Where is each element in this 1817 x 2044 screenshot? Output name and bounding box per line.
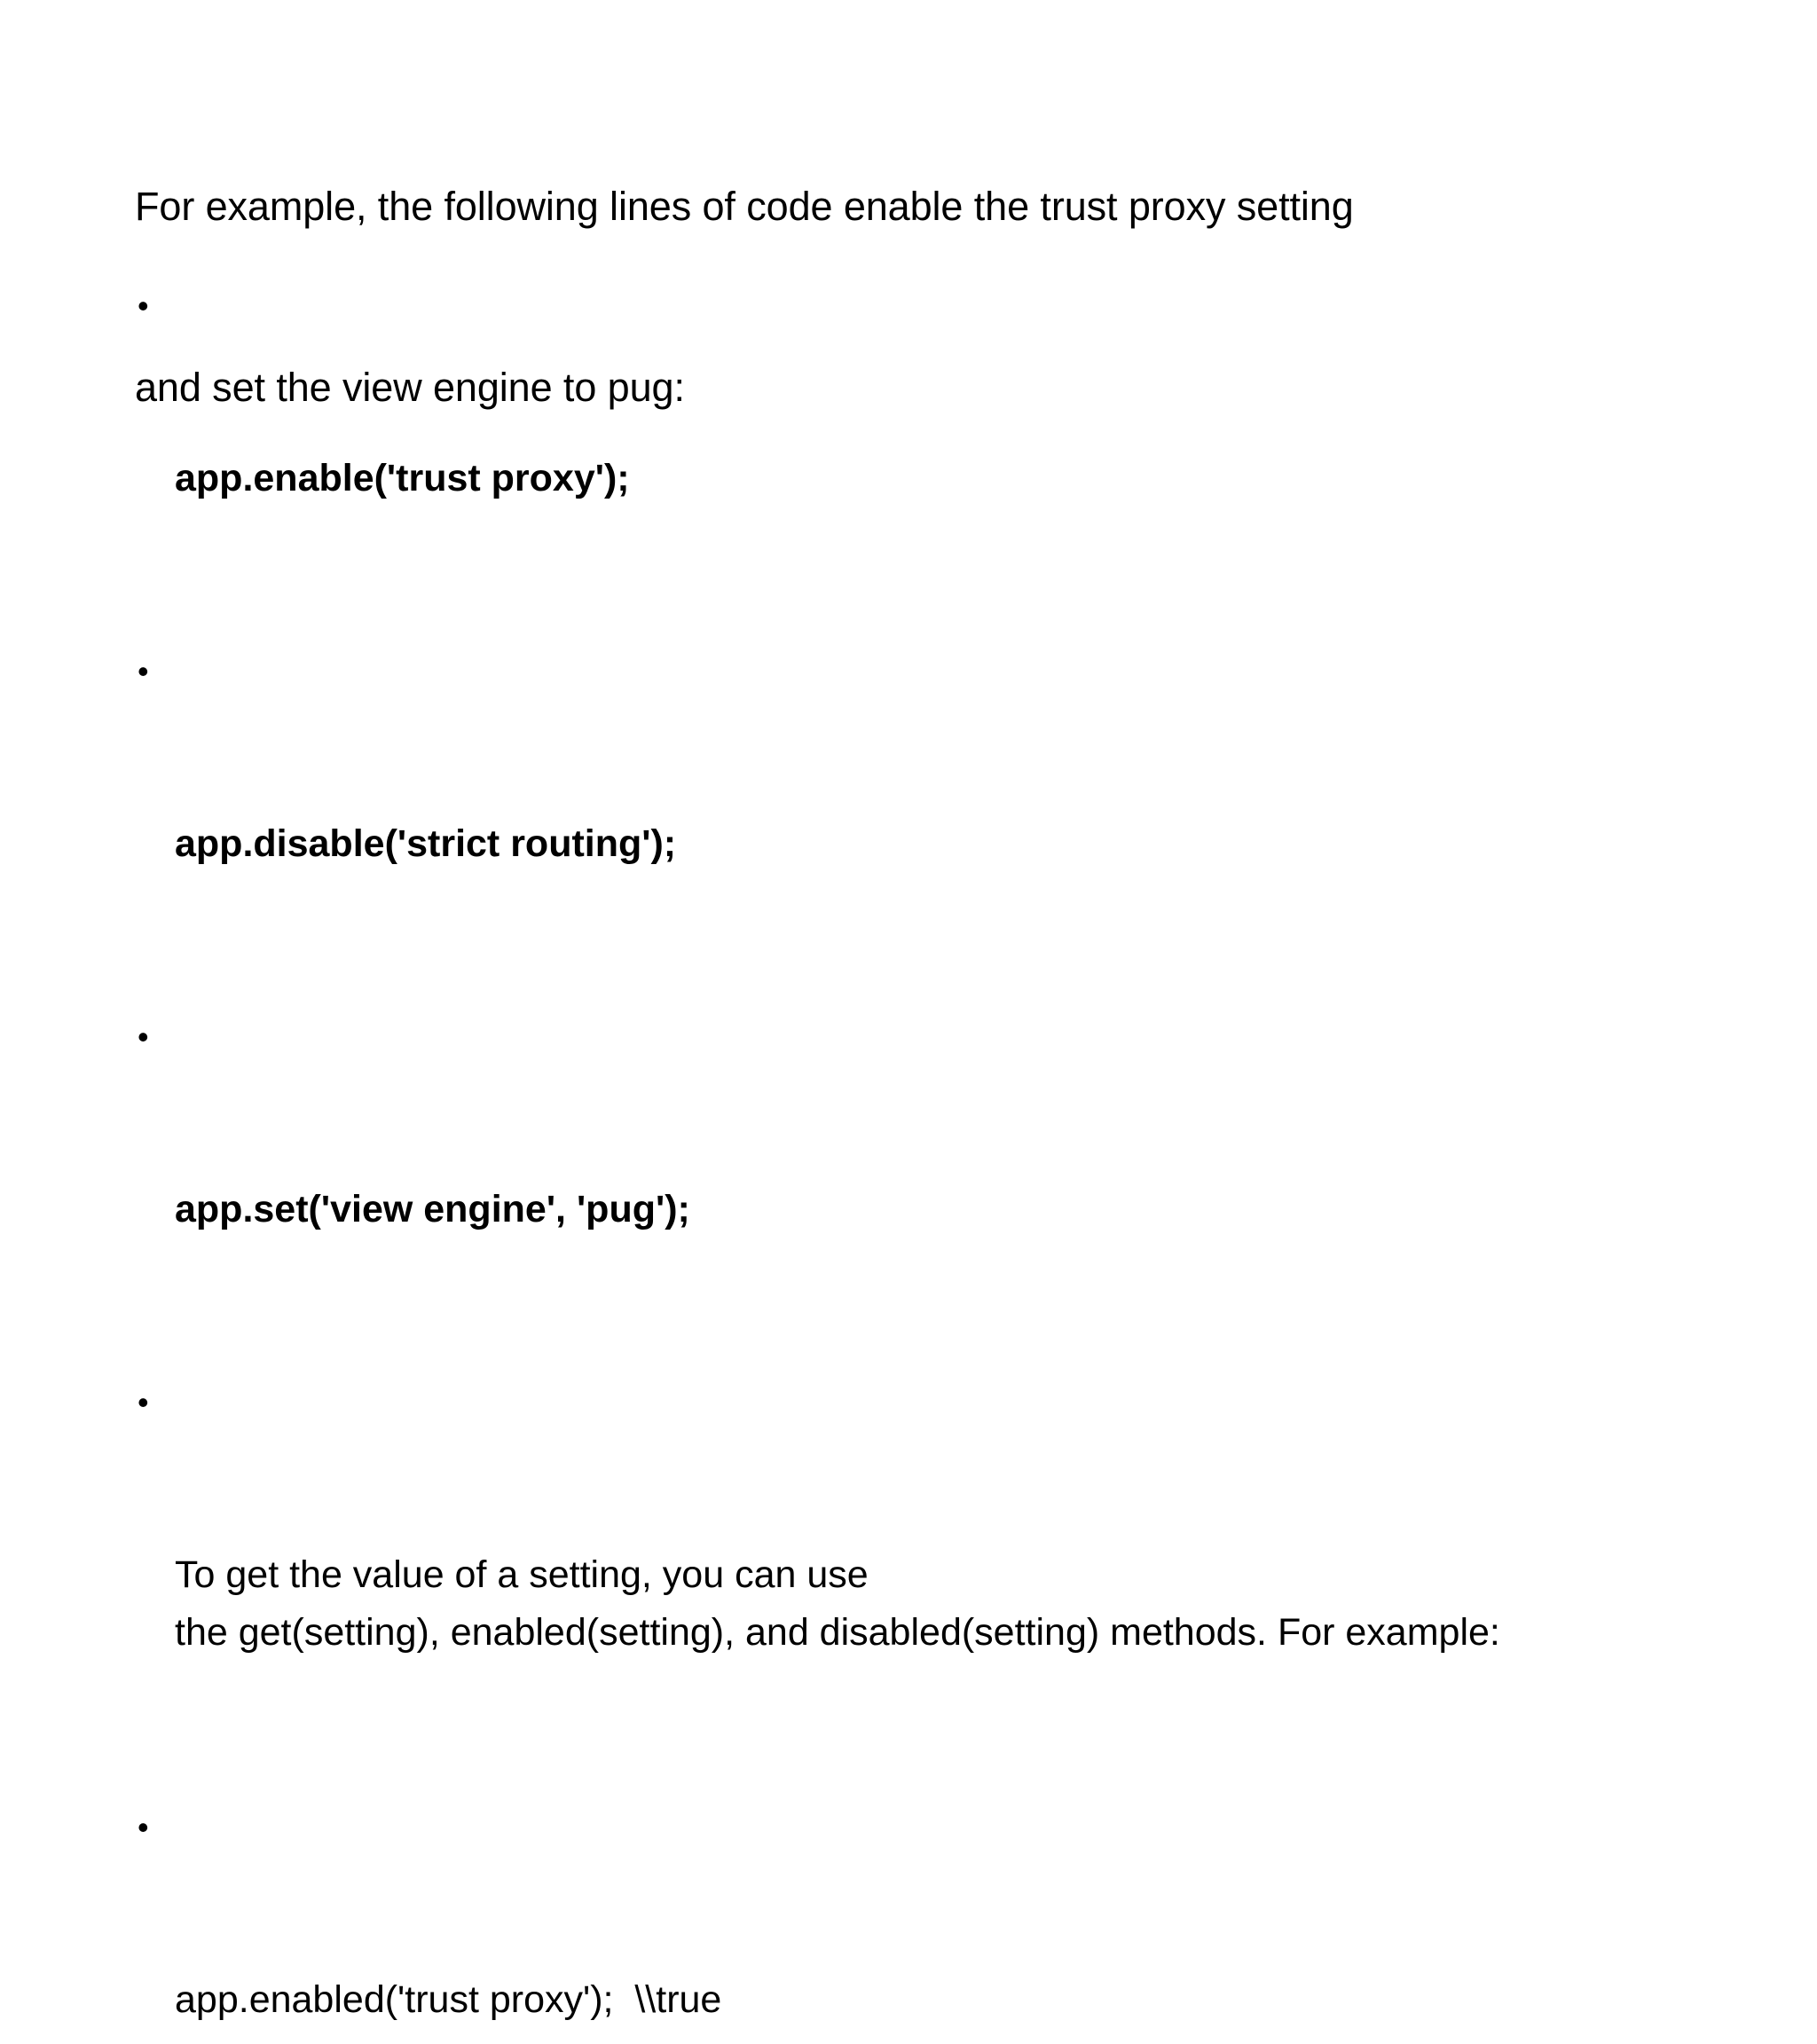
slide-canvas: For example, the following lines of code… [135,56,1687,2021]
list-item: • app.disable('strict routing'); [135,642,1723,988]
list-item-text: app.disable('strict routing'); [175,822,677,865]
list-item-text: app.enabled('trust proxy'); \\true [175,1978,722,2021]
bullet-point-icon: • [138,1018,149,1055]
intro-line-1: For example, the following lines of code… [135,184,1354,229]
bullet-point-icon: • [138,287,149,324]
bullet-point-icon: • [138,653,149,689]
list-item: • app.enabled('trust proxy'); \\true [135,1798,1723,2044]
bullet-list: • app.enable('trust proxy'); • app.disab… [135,277,1723,2044]
bullet-point-icon: • [138,1809,149,1845]
list-item: • To get the value of a setting, you can… [135,1373,1723,1777]
list-item: • app.set('view engine', 'pug'); [135,1008,1723,1354]
list-item-text: To get the value of a setting, you can u… [175,1553,1500,1654]
list-item: • app.enable('trust proxy'); [135,277,1723,623]
list-item-text: app.enable('trust proxy'); [175,457,630,499]
list-item-text: app.set('view engine', 'pug'); [175,1188,690,1230]
intro-line-2: and set the view engine to pug: [135,365,685,410]
bullet-point-icon: • [138,1384,149,1420]
intro-paragraph: For example, the following lines of code… [135,56,1687,539]
